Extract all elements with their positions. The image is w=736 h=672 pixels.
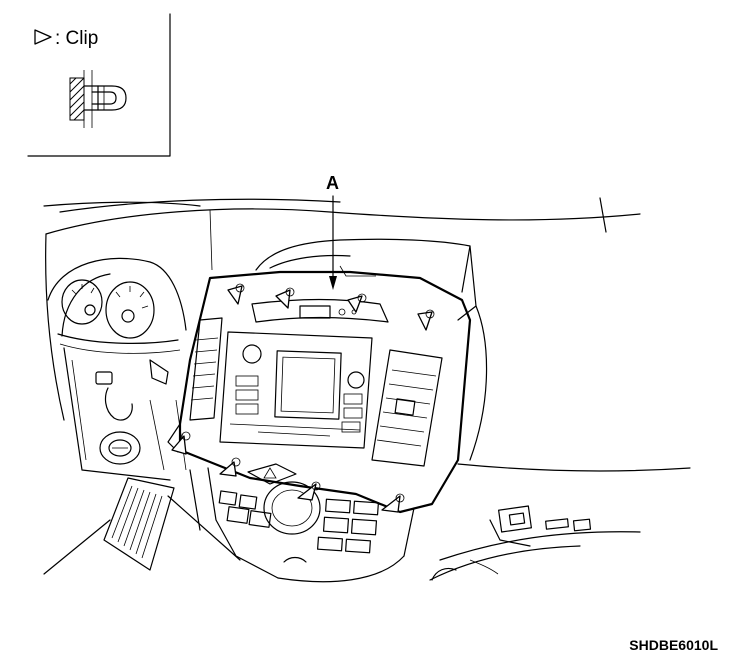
clip-marker bbox=[417, 309, 435, 331]
clip-marker bbox=[219, 457, 241, 477]
ignition-switch-icon bbox=[95, 371, 141, 465]
glovebox-latch-icon bbox=[489, 505, 592, 547]
clip-legend: : Clip bbox=[27, 13, 171, 157]
figure-code: SHDBE6010L bbox=[629, 637, 718, 653]
callout-a-label: A bbox=[326, 173, 339, 193]
right-air-vent-icon bbox=[371, 349, 443, 467]
gauge-right-icon bbox=[105, 281, 155, 339]
dashboard-outline bbox=[43, 197, 691, 583]
clip-cross-section-icon bbox=[69, 70, 127, 128]
center-fascia-panel-a bbox=[167, 270, 472, 514]
audio-head-unit-icon bbox=[219, 331, 373, 449]
clip-marker bbox=[347, 293, 367, 313]
clip-marker bbox=[275, 287, 295, 309]
clip-marker bbox=[381, 493, 405, 513]
clip-marker bbox=[297, 481, 321, 501]
clip-symbol-icon bbox=[34, 29, 52, 45]
clip-marker bbox=[227, 283, 245, 305]
climate-knob-icon bbox=[263, 481, 321, 535]
callout-a-arrow-icon bbox=[329, 276, 337, 290]
clip-marker bbox=[171, 431, 191, 455]
pedal-icon bbox=[103, 477, 175, 571]
gauge-left-icon bbox=[61, 279, 103, 325]
clip-markers bbox=[171, 283, 435, 513]
legend-clip-label: : Clip bbox=[55, 28, 98, 49]
left-air-vent-icon bbox=[189, 317, 223, 421]
